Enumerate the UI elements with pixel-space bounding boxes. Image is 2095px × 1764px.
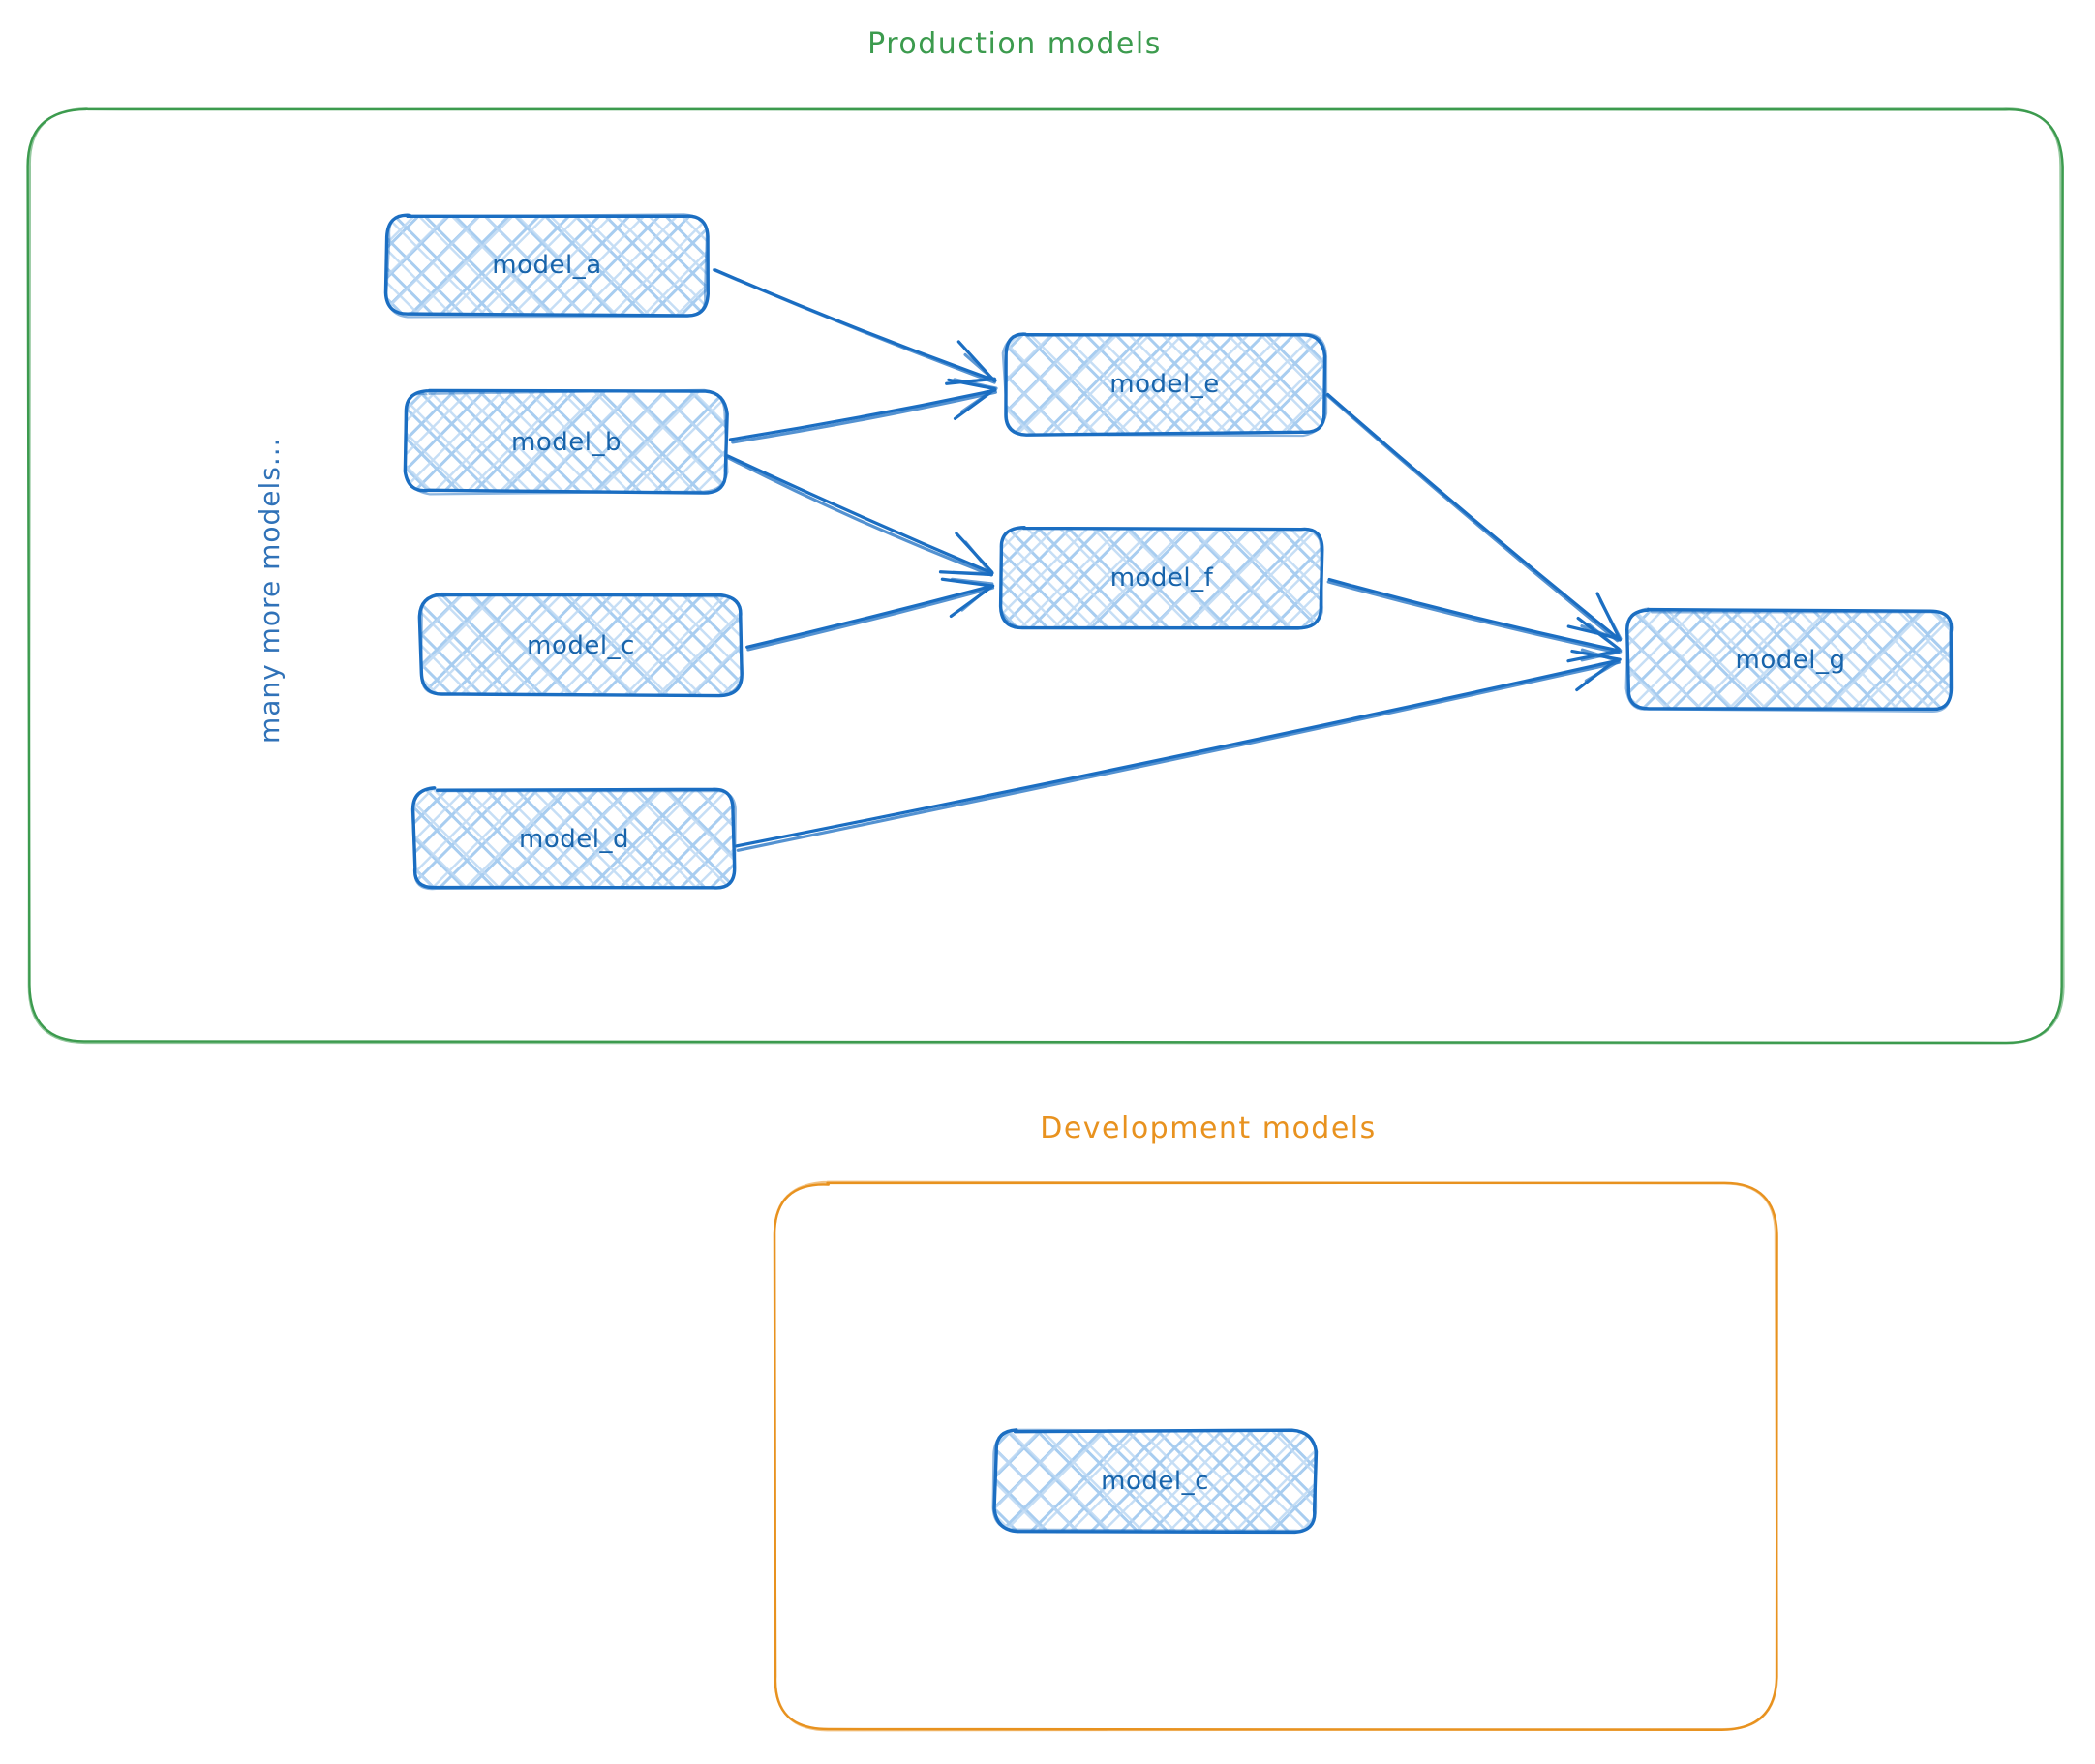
edge-e-to-g xyxy=(1325,392,1623,643)
edge-b-to-e xyxy=(728,378,998,444)
edge-b-to-f xyxy=(726,454,994,577)
side-note-many-more-models: many more models... xyxy=(254,437,286,744)
edge-f-to-g xyxy=(1326,577,1623,663)
node-model_e[interactable] xyxy=(1001,332,1328,438)
nodes xyxy=(383,213,1954,1535)
edge-d-to-g xyxy=(735,648,1622,852)
edges xyxy=(712,268,1623,852)
node-model_a[interactable] xyxy=(383,213,710,319)
group-title-development: Development models xyxy=(1040,1111,1377,1145)
edge-c-to-f xyxy=(745,577,995,652)
edge-a-to-e xyxy=(712,268,997,385)
node-model_c_prod[interactable] xyxy=(417,592,744,698)
group-title-production: Production models xyxy=(867,27,1162,61)
node-model_c_dev[interactable] xyxy=(991,1428,1319,1535)
node-model_d[interactable] xyxy=(410,786,737,891)
group-containers xyxy=(26,107,2065,1732)
node-model_b[interactable] xyxy=(403,388,729,496)
group-development xyxy=(773,1180,1778,1732)
group-production xyxy=(26,107,2065,1045)
node-model_f[interactable] xyxy=(998,526,1324,630)
node-model_g[interactable] xyxy=(1624,607,1954,714)
